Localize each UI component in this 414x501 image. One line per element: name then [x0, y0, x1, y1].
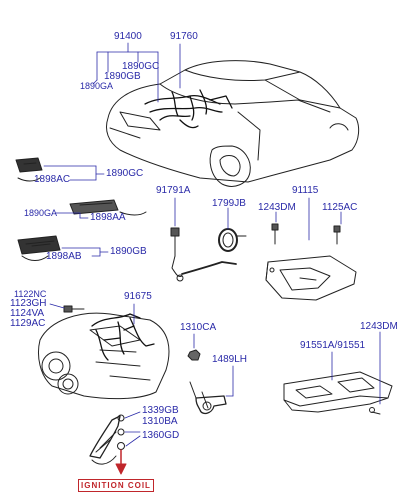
- part-91551: [283, 331, 393, 415]
- label-1124VA: 1124VA: [10, 308, 45, 319]
- label-1123GH: 1123GH: [10, 298, 47, 309]
- leader-1890GA: [55, 212, 89, 219]
- bolt-1125AC: [333, 211, 342, 245]
- label-1129AC: 1129AC: [10, 318, 46, 329]
- label-1310CA: 1310CA: [180, 322, 217, 333]
- part-91791A: [170, 197, 237, 282]
- label-1898AC: 1898AC: [34, 174, 71, 185]
- label-1890GB-top: 1890GB: [104, 71, 141, 82]
- label-91791A: 91791A: [156, 185, 191, 196]
- label-1122NC: 1122NC: [14, 289, 47, 299]
- harness-engine: [91, 313, 155, 361]
- label-1360GD: 1360GD: [142, 430, 180, 441]
- ignition-coil-tag: IGNITION COIL: [78, 479, 154, 492]
- label-1489LH: 1489LH: [212, 354, 248, 365]
- connector-1890GC: [15, 157, 43, 182]
- coil-harness: [89, 411, 141, 465]
- connector-1890GA: [69, 199, 147, 216]
- coil-arrow: [115, 449, 127, 475]
- label-1799JB: 1799JB: [212, 198, 246, 209]
- engine-illustration: [38, 312, 170, 400]
- label-1243DM-b: 1243DM: [360, 321, 398, 332]
- label-1243DM-a: 1243DM: [258, 202, 296, 213]
- label-91675: 91675: [124, 291, 152, 302]
- label-1898AA: 1898AA: [90, 212, 126, 223]
- label-91115: 91115: [292, 185, 319, 196]
- label-1890GC-mid: 1890GC: [106, 168, 144, 179]
- label-1898AB: 1898AB: [46, 251, 82, 262]
- leader-1890GB: [61, 247, 109, 257]
- label-91760: 91760: [170, 31, 198, 42]
- clip-1489LH: [189, 365, 234, 415]
- label-1890GB-mid: 1890GB: [110, 246, 147, 257]
- label-1890GA-top: 1890GA: [80, 81, 114, 91]
- part-91115: [265, 197, 357, 301]
- label-1339GB: 1339GB: [142, 405, 179, 416]
- connector-1890GB: [17, 235, 61, 261]
- label-1125AC: 1125AC: [322, 202, 358, 213]
- label-1890GA-mid: 1890GA: [24, 208, 58, 218]
- label-1310BA: 1310BA: [142, 416, 178, 427]
- leader-1890GC: [43, 165, 105, 181]
- label-91400: 91400: [114, 31, 142, 42]
- label-1890GC-top: 1890GC: [122, 61, 160, 72]
- car-illustration: [106, 60, 360, 187]
- bolt-1122NC: [49, 303, 85, 313]
- part-1799JB: [218, 207, 247, 252]
- bolt-1243DM-a: [271, 211, 279, 245]
- nut-1310CA: [187, 333, 201, 361]
- leader-91400: [92, 42, 181, 103]
- label-91551A-91551: 91551A/91551: [300, 340, 366, 351]
